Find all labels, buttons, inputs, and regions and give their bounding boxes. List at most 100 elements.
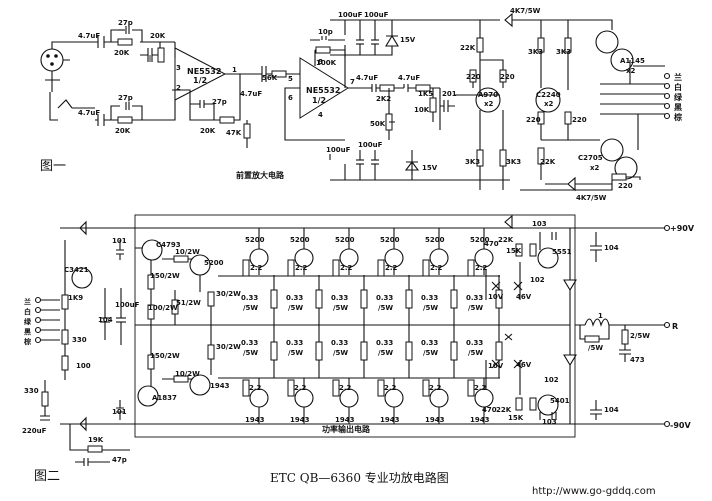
diagram-title: ETC QB—6360 专业功放电路图: [270, 470, 449, 485]
fig1-out-black: 黑: [674, 102, 682, 112]
label-c-100u3: 100uF: [326, 146, 351, 154]
label-r-470a: 470: [484, 240, 499, 248]
label-r-330a: 330: [72, 336, 87, 344]
resistor-2-2-top: [377, 259, 385, 277]
label-r-20k4: 20K: [200, 127, 216, 135]
resistor-033-top: [405, 289, 413, 309]
bank-r22-bot: 2.2: [384, 384, 397, 392]
label-r-150a: 150/2W: [150, 272, 180, 280]
label-r-20k3: 20K: [115, 127, 131, 135]
resistor-033-top: [270, 289, 278, 309]
label-q-5401: 5401: [550, 397, 570, 405]
opamp-1: [174, 47, 227, 101]
bank-bot-label: 1943: [425, 416, 445, 424]
label-r-20k2: 20K: [114, 49, 130, 57]
q-a1145-icon: [595, 30, 619, 54]
bank-r5w-bot: /5W: [243, 349, 258, 357]
label-r-220c: 220: [526, 116, 541, 124]
label-r-15k-b: 15K: [508, 414, 524, 422]
bank-top-label: 5200: [290, 236, 310, 244]
bank-r5w-bot: /5W: [288, 349, 303, 357]
opamp1-label: NE5532: [187, 67, 221, 76]
bank-top-label: 5200: [245, 236, 265, 244]
label-z-46v-b: 46V: [516, 361, 532, 369]
output-bank: 5200 2.2 0.33/5W 0.33/5W 2.2 1943 5200 2.2 0.33 /…: [218, 228, 503, 424]
fig1-caption: 图一: [40, 159, 66, 174]
opamp2-half: 1/2: [312, 96, 326, 105]
source-url: http://www.go-gddq.com: [532, 486, 656, 497]
label-r-100: 100: [76, 362, 91, 370]
resistor-2-2-bot: [467, 379, 475, 397]
q-5401-icon: [537, 394, 559, 416]
fig1-out-blue: 兰: [674, 72, 682, 82]
label-c-103a: 103: [532, 220, 547, 228]
label-q-a1145: A1145: [620, 57, 645, 65]
resistor-2-2-bot: [242, 379, 250, 397]
label-x2a: x2: [484, 100, 494, 108]
label-r-3k3c: 3K3: [465, 158, 480, 166]
label-r-150b: 150/2W: [150, 352, 180, 360]
label-c-27p2: 27p: [118, 94, 133, 102]
xlr-connector-icon: [40, 48, 64, 72]
label-r-30a: 30/2W: [216, 290, 241, 298]
preamp-circuit: [40, 12, 671, 192]
label-z-10v-b: 10V: [488, 362, 504, 370]
bank-r5w-top: /5W: [243, 304, 258, 312]
label-c-in2: 4.7uF: [78, 109, 100, 117]
bank-bot-label: 1943: [380, 416, 400, 424]
bank-r22-bot: 2.2: [249, 384, 262, 392]
label-r-22k2: 22K: [540, 158, 556, 166]
label-r-3k3a: 3K3: [528, 48, 543, 56]
resistor-2-2-top: [422, 259, 430, 277]
label-r-56k: 56K: [262, 74, 278, 82]
label-c-101b: 101: [112, 408, 127, 416]
label-q-a970: A970: [478, 91, 498, 99]
bank-top-label: 5200: [380, 236, 400, 244]
label-r-100k: 100K: [316, 59, 337, 67]
bank-bot-label: 1943: [470, 416, 490, 424]
bank-r033-top: 0.33: [331, 294, 348, 302]
label-x2b: x2: [544, 100, 554, 108]
bank-r033-bot: 0.33: [286, 339, 303, 347]
bank-r033-top: 0.33: [466, 294, 483, 302]
label-c-100u1: 100uF: [338, 11, 363, 19]
label-r-3k3d: 3K3: [506, 158, 521, 166]
q-5551-icon: [537, 247, 559, 269]
output-r: R: [672, 322, 678, 331]
label-z-15v1: 15V: [400, 36, 416, 44]
label-r-220a: 220: [466, 73, 481, 81]
bank-r22-top: 2.2: [340, 264, 353, 272]
opamp-2: [299, 57, 349, 119]
label-c-4u7c: 4.7uF: [356, 74, 378, 82]
label-c-27p3: 27p: [212, 98, 227, 106]
bank-bot-label: 1943: [335, 416, 355, 424]
fig2-in-blue: 兰: [24, 297, 31, 306]
label-c-4u7b: 4.7uF: [240, 90, 262, 98]
label-r-50k: 50K: [370, 120, 386, 128]
label-r-470b: 470: [482, 406, 497, 414]
label-c-100u: 100uF: [115, 301, 140, 309]
label-x2d: x2: [590, 164, 600, 172]
q-1943-driver-icon: [189, 374, 211, 396]
bank-r22-bot: 2.2: [294, 384, 307, 392]
label-r-47k: 47K: [226, 129, 242, 137]
label-d-4k7b: 4K7/5W: [576, 194, 607, 202]
bank-r5w-bot: /5W: [423, 349, 438, 357]
q-c4793-icon: [141, 239, 163, 261]
fig1-out-white: 白: [674, 82, 682, 92]
label-c-102a: 102: [530, 276, 545, 284]
resistor-2-2-bot: [377, 379, 385, 397]
bank-r033-bot: 0.33: [421, 339, 438, 347]
label-r-22k-b: 22K: [496, 406, 512, 414]
bank-top-label: 5200: [470, 236, 490, 244]
bank-r033-bot: 0.33: [241, 339, 258, 347]
bank-top-label: 5200: [425, 236, 445, 244]
label-r-3k3b: 3K3: [556, 48, 571, 56]
label-c-10p: 10p: [318, 28, 333, 36]
bank-r033-top: 0.33: [286, 294, 303, 302]
label-r-2-5: 2/5W: [630, 332, 650, 340]
bank-r5w-top: /5W: [333, 304, 348, 312]
label-c-4u7d: 4.7uF: [398, 74, 420, 82]
resistor-2-2-top: [332, 259, 340, 277]
fig1-out-brown: 棕: [673, 112, 682, 122]
